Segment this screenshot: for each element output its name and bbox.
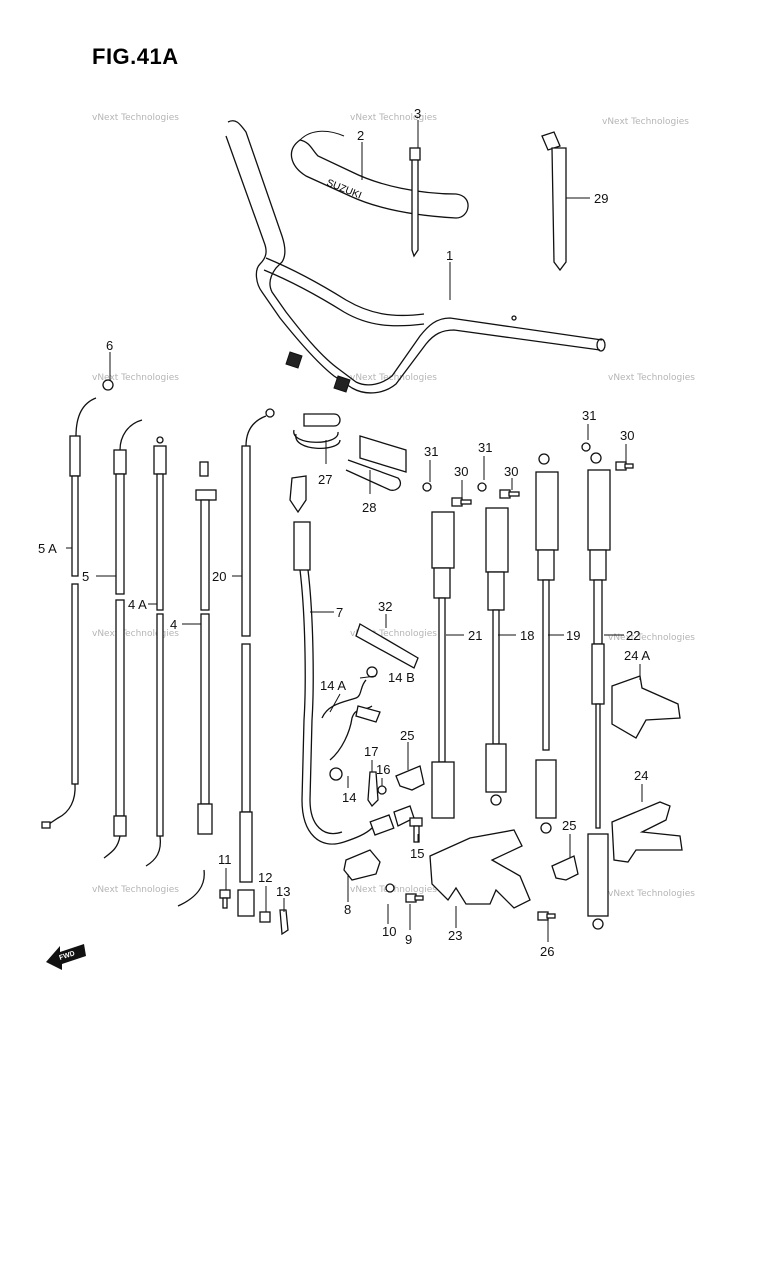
nut-31 — [477, 482, 487, 492]
bracket-24a — [611, 675, 681, 739]
callout-25: 25 — [400, 728, 414, 743]
cable-21 — [431, 511, 455, 819]
cotter-pin-13 — [279, 909, 289, 936]
lever-32 — [355, 623, 419, 678]
nut-12 — [259, 911, 271, 923]
throttle-cable-5 — [103, 419, 143, 859]
callout-16: 16 — [376, 762, 390, 777]
bolt-30 — [451, 497, 472, 507]
watermark: vNext Technologies — [608, 373, 695, 383]
watermark: vNext Technologies — [350, 629, 437, 639]
callout-31: 31 — [424, 444, 438, 459]
callout-22: 22 — [626, 628, 640, 643]
callout-30: 30 — [454, 464, 468, 479]
callout-14: 14 — [342, 790, 356, 805]
callout-20: 20 — [212, 569, 226, 584]
callout-19: 19 — [566, 628, 580, 643]
callout-6: 6 — [106, 338, 113, 353]
clamp-28 — [345, 435, 407, 491]
cable-tie — [541, 131, 567, 272]
bolt-30 — [615, 461, 634, 471]
callout-31: 31 — [478, 440, 492, 455]
bolt-11 — [219, 889, 231, 909]
screw-9 — [405, 893, 424, 903]
callout-13: 13 — [276, 884, 290, 899]
callout-1: 1 — [446, 248, 453, 263]
bracket-23 — [429, 829, 531, 909]
callout-27: 27 — [318, 472, 332, 487]
bracket-24 — [611, 801, 683, 863]
callout-26: 26 — [540, 944, 554, 959]
watermark: vNext Technologies — [92, 373, 179, 383]
watermark: vNext Technologies — [350, 373, 437, 383]
callout-31: 31 — [582, 408, 596, 423]
callout-5: 5 — [82, 569, 89, 584]
callout-11: 11 — [218, 852, 232, 867]
cable-19 — [535, 453, 559, 834]
callout-24a: 24 A — [624, 648, 650, 663]
callout-25: 25 — [562, 818, 576, 833]
nut — [102, 379, 114, 391]
bolt-26 — [537, 911, 556, 921]
watermark: vNext Technologies — [602, 117, 689, 127]
callout-32: 32 — [378, 599, 392, 614]
callout-4a: 4 A — [128, 597, 147, 612]
watermark: vNext Technologies — [608, 633, 695, 643]
clip-25 — [395, 765, 425, 791]
figure-title: FIG.41A — [92, 44, 179, 69]
callout-12: 12 — [258, 870, 272, 885]
callout-23: 23 — [448, 928, 462, 943]
link-rod-14 — [321, 679, 381, 781]
holder-8 — [343, 849, 381, 881]
callouts: 1 2 3 29 6 5 A 5 4 A 4 20 27 28 7 32 14 … — [38, 106, 650, 959]
clip-25 — [551, 855, 579, 881]
pin-17 — [367, 771, 379, 808]
callout-5a: 5 A — [38, 541, 57, 556]
callout-9: 9 — [405, 932, 412, 947]
callout-28: 28 — [362, 500, 376, 515]
callout-14a: 14 A — [320, 678, 346, 693]
handlebar-pad: SUZUKI — [290, 130, 469, 219]
callout-30: 30 — [504, 464, 518, 479]
watermark: vNext Technologies — [350, 113, 437, 123]
callout-8: 8 — [344, 902, 351, 917]
callout-4: 4 — [170, 617, 177, 632]
watermark: vNext Technologies — [92, 629, 179, 639]
fwd-arrow-icon: FWD — [46, 944, 86, 970]
throttle-cable-5a — [41, 397, 97, 829]
callout-24: 24 — [634, 768, 648, 783]
fwd-label: FWD — [58, 950, 75, 962]
callout-17: 17 — [364, 744, 378, 759]
handlebar — [225, 120, 606, 394]
cable-18 — [485, 507, 509, 806]
bolt-15 — [409, 817, 423, 843]
cable-tie-clip — [409, 147, 421, 258]
callout-14b: 14 B — [388, 670, 415, 685]
callout-15: 15 — [410, 846, 424, 861]
cable-4a — [145, 436, 167, 867]
watermark: vNext Technologies — [92, 113, 179, 123]
callout-30: 30 — [620, 428, 634, 443]
washer-16 — [377, 785, 387, 795]
callout-18: 18 — [520, 628, 534, 643]
callout-7: 7 — [336, 605, 343, 620]
bolt-30 — [499, 489, 520, 499]
callout-2: 2 — [357, 128, 364, 143]
cable-4 — [177, 461, 217, 907]
cable-20 — [237, 408, 275, 917]
callout-29: 29 — [594, 191, 608, 206]
clamp-27 — [293, 413, 341, 450]
watermark: vNext Technologies — [608, 889, 695, 899]
watermark: vNext Technologies — [92, 885, 179, 895]
callout-10: 10 — [382, 924, 396, 939]
leader-lines — [66, 120, 643, 942]
cable-22 — [587, 452, 611, 930]
nut-31 — [422, 482, 432, 492]
nut-31 — [581, 442, 591, 452]
washer-10 — [385, 883, 395, 893]
callout-3: 3 — [414, 106, 421, 121]
callout-21: 21 — [468, 628, 482, 643]
cable-7 — [289, 475, 415, 845]
